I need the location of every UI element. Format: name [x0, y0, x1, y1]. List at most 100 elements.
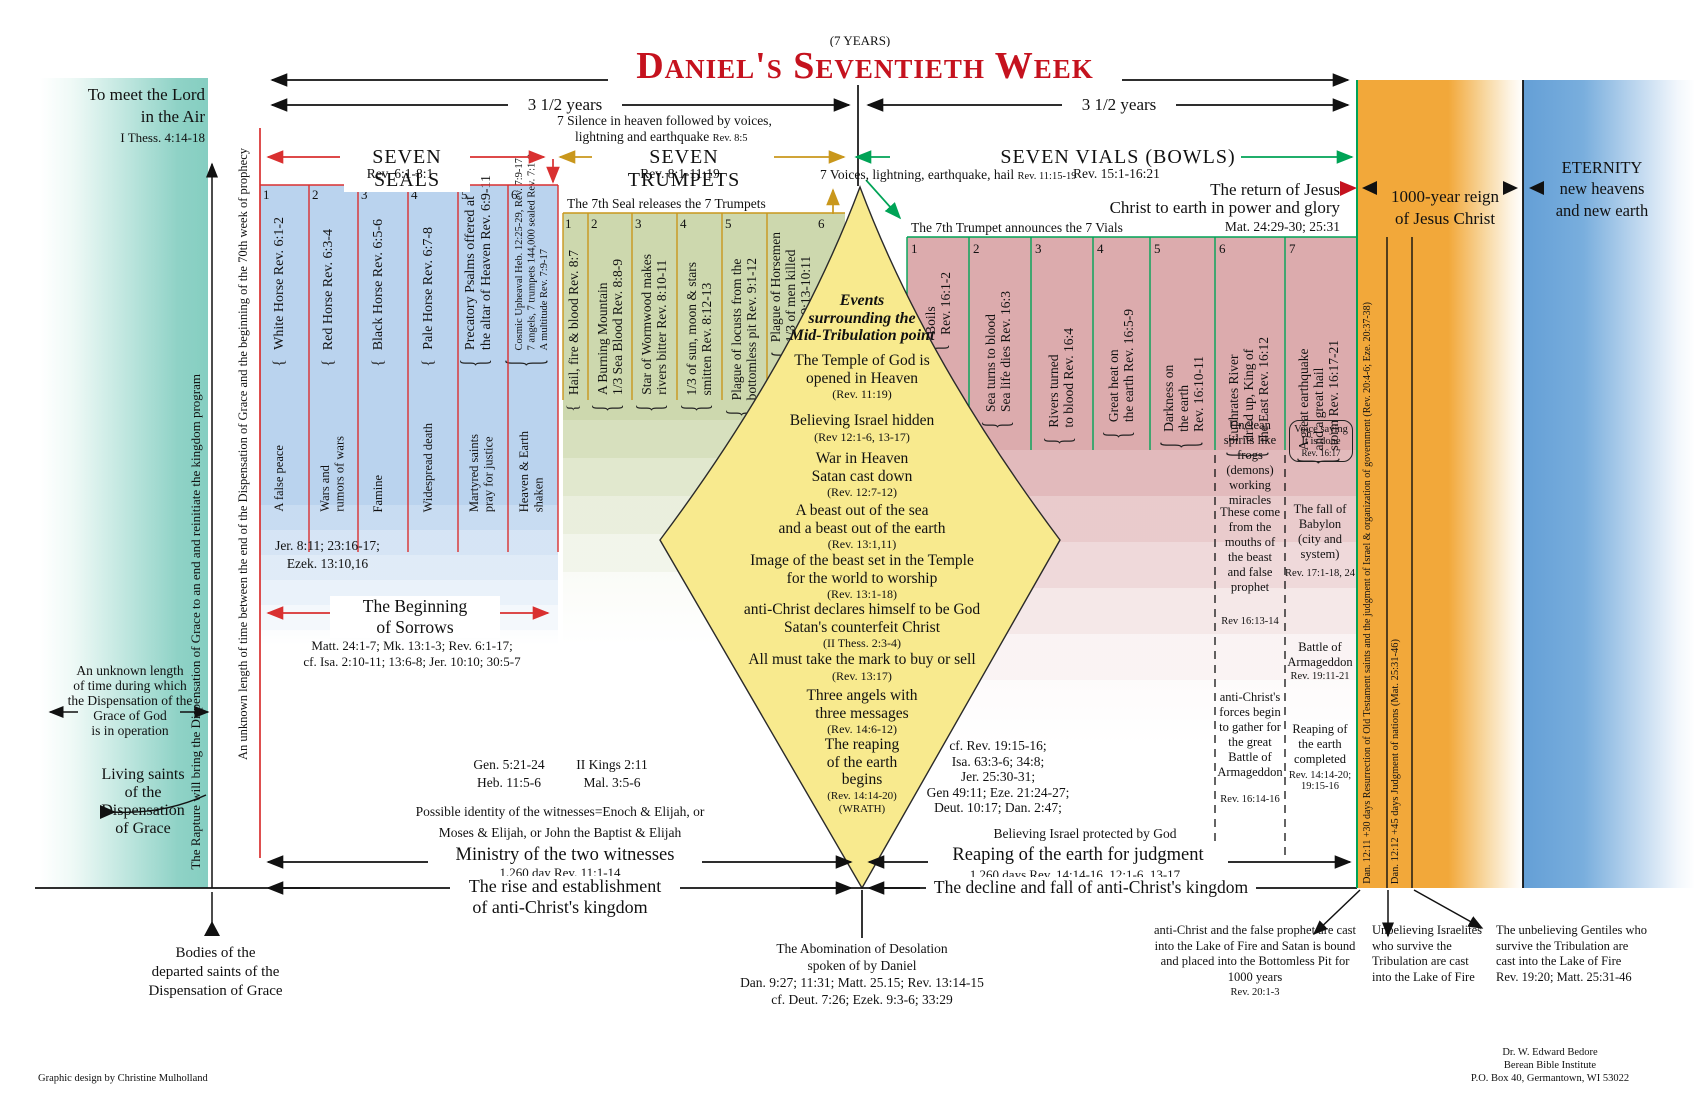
- millennium-line2: of Jesus Christ: [1394, 209, 1496, 229]
- eternity-panel: [1523, 80, 1695, 888]
- jer-ref: Jer. 8:11; 23:16-17;: [275, 538, 380, 553]
- meet-the-lord-label: To meet the Lord in the Air: [58, 84, 205, 128]
- millennium-line1: 1000-year reign: [1390, 187, 1500, 206]
- half-week-left-label: 3 1/2 years: [508, 95, 622, 115]
- seventh-seal-note-line2: lightning and earthquake Rev. 8:5: [575, 129, 748, 145]
- brace-icon: {: [369, 359, 387, 367]
- bodies-arrowhead-icon: [204, 921, 220, 936]
- seals-section-label: SEVEN SEALS: [344, 146, 470, 192]
- dispensation-of-grace-panel: [40, 78, 208, 888]
- seventh-trumpet-ref: Rev. 11:15-19: [1017, 171, 1077, 182]
- vial-number: 2: [973, 241, 980, 256]
- trumpet-number: 2: [591, 216, 598, 231]
- seventh-seal-note-text: lightning and earthquake: [575, 129, 710, 144]
- decline-of-antichrist-label: The decline and fall of anti-Christ's ki…: [926, 877, 1256, 898]
- vial-number: 3: [1035, 241, 1042, 256]
- vials-section-ref: Rev. 15:1-16:21: [1073, 166, 1160, 181]
- seal-description: A false peace: [272, 445, 286, 512]
- voice-box-ref: Rev. 16:17: [1301, 448, 1341, 459]
- brace-icon: {: [456, 359, 496, 367]
- brace-icon: {: [1099, 431, 1139, 439]
- voice-box-text: Voice saying It is done: [1294, 424, 1348, 448]
- brace-icon: {: [914, 344, 954, 352]
- fall-of-babylon-note: The fall of Babylon (city and system): [1293, 502, 1347, 561]
- gentiles-note-text: The unbelieving Gentiles who survive the…: [1496, 923, 1648, 969]
- brace-icon: {: [499, 359, 554, 367]
- event-ref: (Rev. 11:19): [832, 387, 892, 401]
- unbelieving-gentiles-note: The unbelieving Gentiles who survive the…: [1496, 923, 1648, 986]
- event-text: All must take the mark to buy or sell: [748, 651, 976, 668]
- meet-the-lord-ref: I Thess. 4:14-18: [120, 130, 205, 145]
- israel-protected-note: Believing Israel protected by God: [993, 826, 1177, 841]
- fall-of-babylon-ref: Rev. 17:1-18, 24: [1285, 568, 1355, 579]
- vial-number: 1: [911, 241, 918, 256]
- brace-icon: {: [419, 359, 437, 367]
- enoch-refs: Gen. 5:21-24 Heb. 11:5-6: [453, 756, 565, 792]
- beginning-of-sorrows-label: The Beginning of Sorrows: [330, 596, 500, 638]
- meet-line2: in the Air: [140, 107, 205, 127]
- seventh-trumpet-note: 7 Voices, lightning, earthquake, hail Re…: [820, 167, 1076, 183]
- page-title: Daniel's Seventieth Week: [608, 47, 1122, 85]
- vial-number: 6: [1219, 241, 1226, 256]
- rise-of-antichrist-line2: of anti-Christ's kingdom: [472, 897, 648, 917]
- millennium-label: 1000-year reign of Jesus Christ: [1378, 186, 1512, 230]
- trumpet-title: Hail, fire & blood Rev. 8:7: [566, 250, 581, 395]
- seal-number: 2: [312, 187, 319, 202]
- trumpet-number: 4: [680, 216, 687, 231]
- millennium-panel: [1357, 80, 1523, 888]
- trumpets-section-label: SEVEN TRUMPETS: [594, 146, 774, 192]
- satan-note-text: anti-Christ and the false prophet are ca…: [1153, 923, 1356, 984]
- judgment-cf-refs: cf. Rev. 19:15-16;Isa. 63:3-6; 34:8;Jer.…: [926, 738, 1070, 816]
- trumpets-section-ref: Rev. 8:1-11:19: [640, 166, 720, 181]
- millennium-strip-b: Dan. 12:12 +45 days Judgment of nations …: [1390, 638, 1401, 884]
- diamond-event: All must take the mark to buy or sell (R…: [712, 651, 1012, 683]
- half-week-right-label: 3 1/2 years: [1062, 95, 1176, 115]
- seal-title: Pale Horse Rev. 6:7-8: [421, 227, 436, 350]
- battle-armageddon-ref: Rev. 19:11-21: [1290, 671, 1350, 682]
- diamond-event: Believing Israel hidden (Rev 12:1-6, 13-…: [742, 412, 982, 444]
- false-prophets-refs: Jer. 8:11; 23:16-17; Ezek. 13:10,16: [255, 537, 400, 572]
- title-years: (7 YEARS): [829, 33, 891, 48]
- meet-line1: To meet the Lord: [87, 85, 205, 104]
- seal-title: Black Horse Rev. 6:5-6: [371, 218, 386, 350]
- brace-icon: {: [677, 404, 717, 412]
- armageddon-gathering-note: anti-Christ's forces begin to gather for…: [1217, 690, 1283, 779]
- beast-mouths-ref: Rev 16:13-14: [1221, 616, 1279, 627]
- satan-bound-note: anti-Christ and the false prophet are ca…: [1152, 923, 1358, 999]
- unknown-length-between-note: An unknown length of time between the en…: [236, 148, 250, 760]
- ezek-ref: Ezek. 13:10,16: [286, 555, 369, 571]
- trumpet-number: 3: [635, 216, 642, 231]
- reaping-judgment-label: Reaping of the earth for judgment: [928, 845, 1228, 866]
- brace-icon: {: [270, 359, 288, 367]
- unclean-spirits-note: Unclean spirits like frogs (demons) work…: [1223, 418, 1277, 507]
- witnesses-identity-note: Possible identity of the witnesses=Enoch…: [390, 802, 730, 844]
- brace-icon: {: [632, 404, 672, 412]
- seal-title: Cosmic Upheaval Heb. 12:25-29, Rev. 7:9-…: [514, 153, 550, 350]
- satan-note-ref: Rev. 20:1-3: [1230, 986, 1280, 998]
- brace-icon: {: [564, 404, 582, 412]
- rise-of-antichrist-line1: The rise and establishment: [450, 876, 680, 897]
- return-arrow-icon: [1340, 181, 1357, 196]
